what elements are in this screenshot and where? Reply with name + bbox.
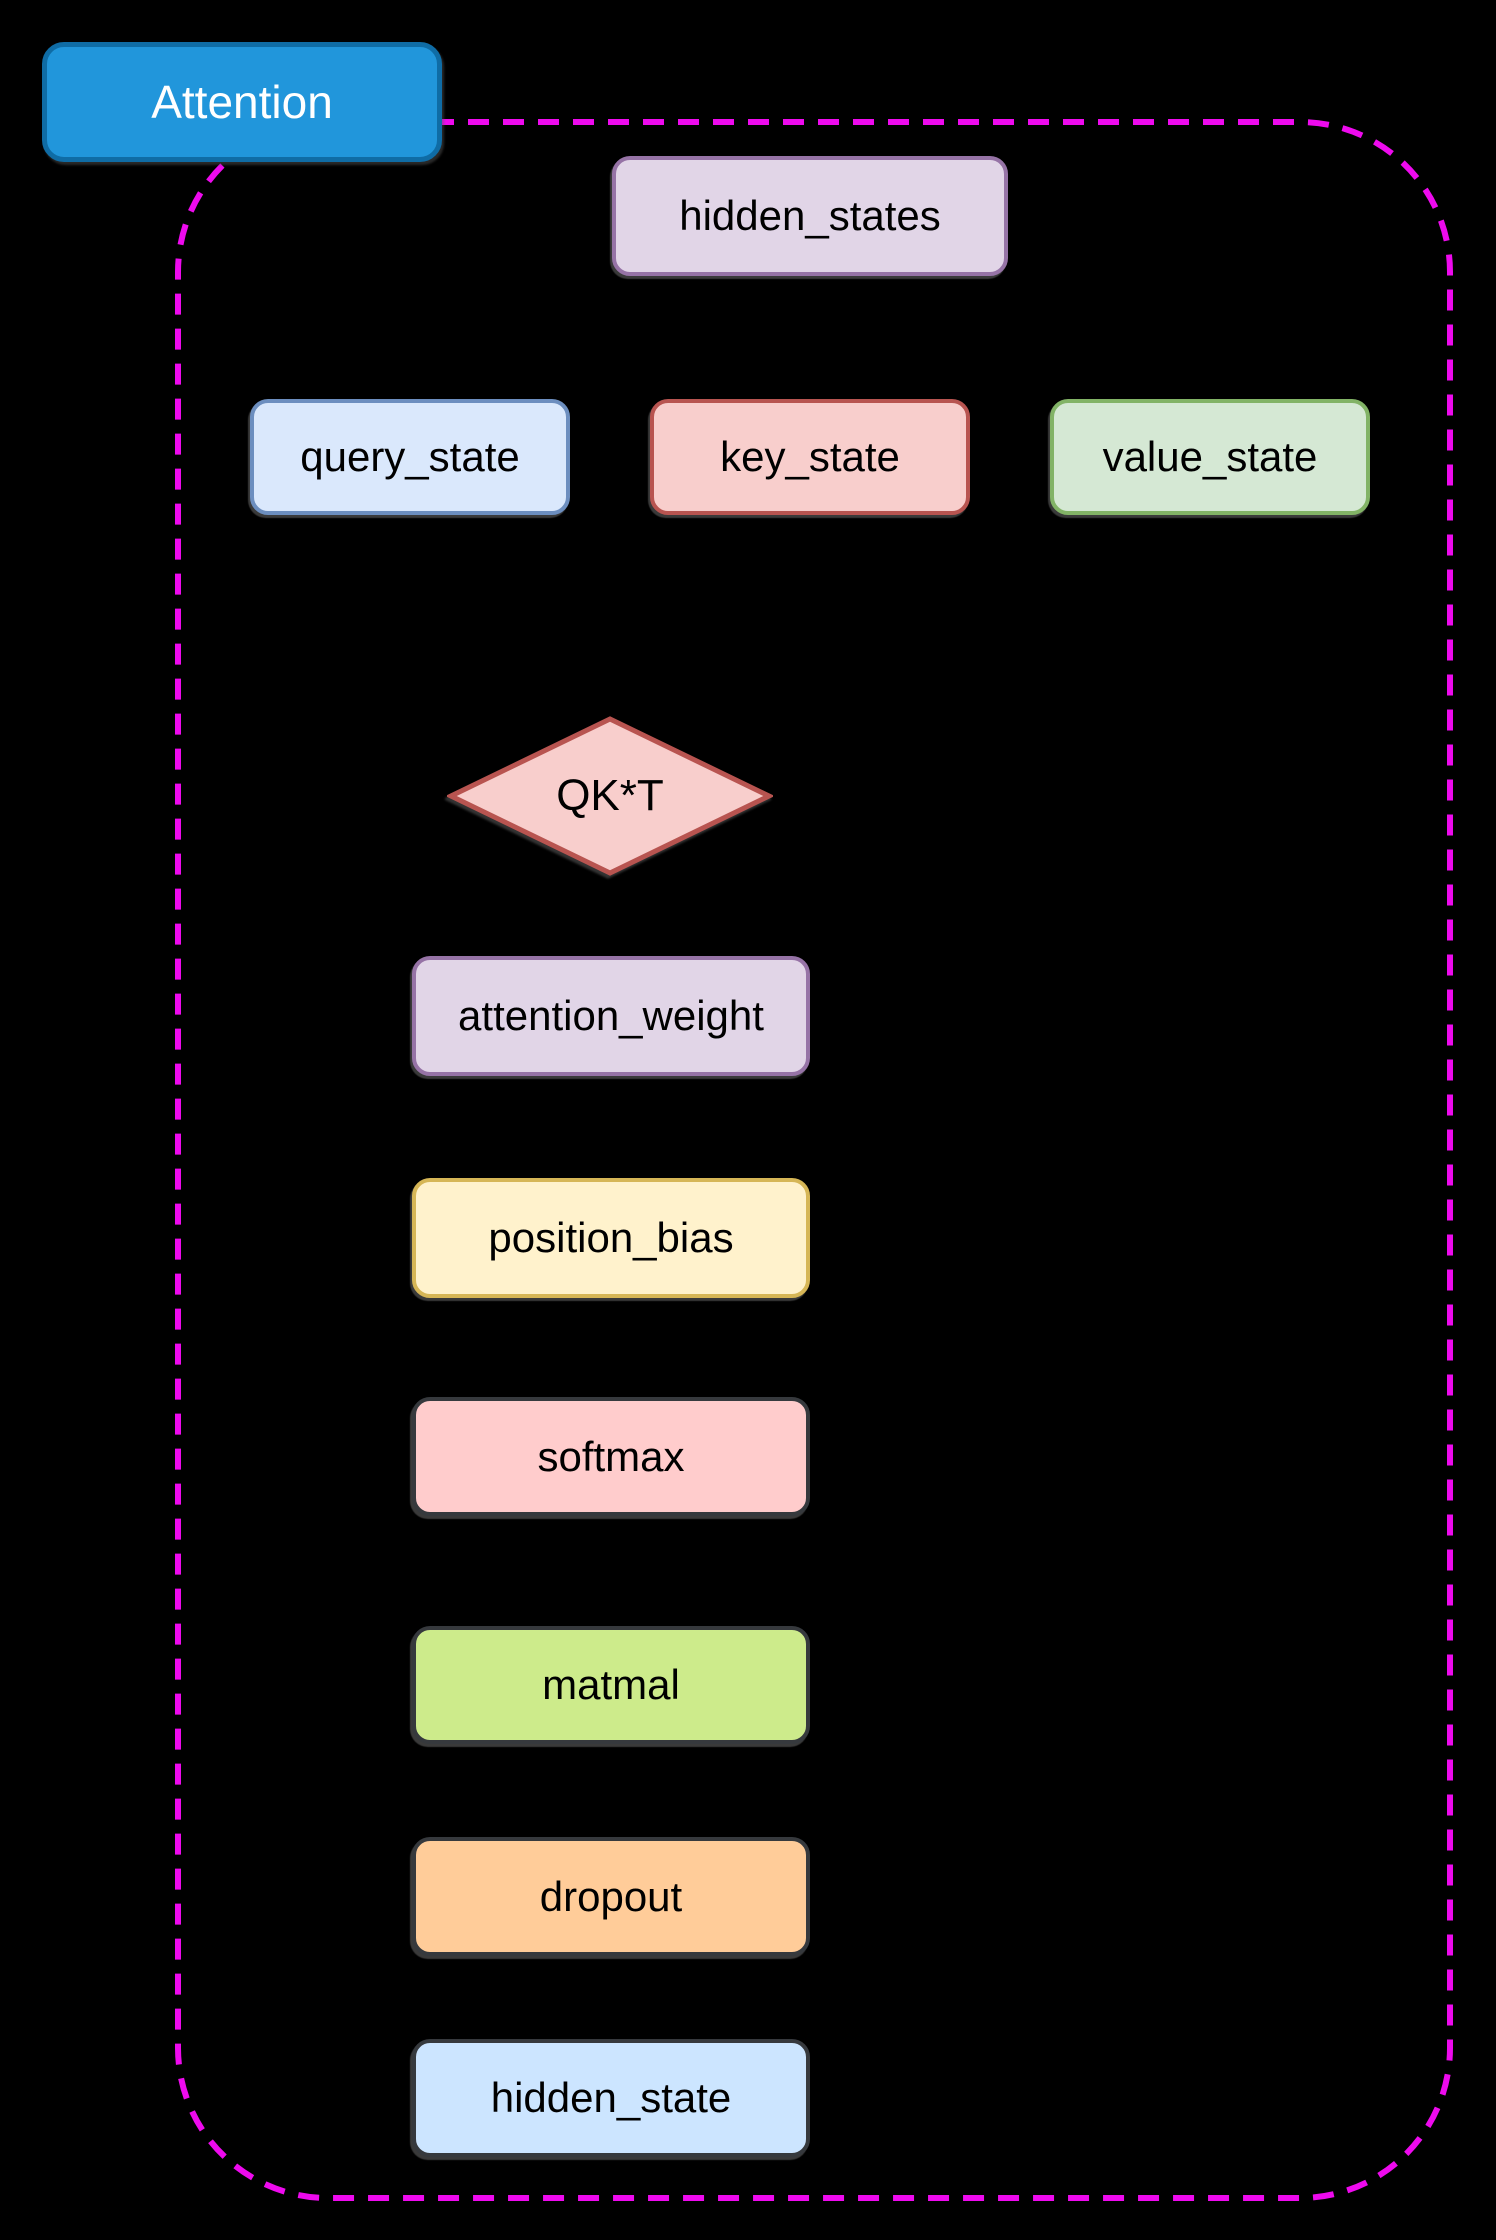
node-position-bias: position_bias: [412, 1178, 810, 1298]
node-key-state: key_state: [650, 399, 970, 515]
node-qkt-label: QK*T: [556, 771, 664, 820]
node-softmax: softmax: [412, 1397, 810, 1516]
node-dropout: dropout: [412, 1837, 810, 1956]
node-query-state: query_state: [250, 399, 570, 515]
node-hidden-states: hidden_states: [612, 156, 1008, 276]
node-hidden-state: hidden_state: [412, 2039, 810, 2157]
node-qkt-decision: QK*T: [447, 715, 773, 877]
node-matmal: matmal: [412, 1626, 810, 1744]
node-attention-weight: attention_weight: [412, 956, 810, 1076]
node-attention-title: Attention: [42, 42, 442, 162]
node-value-state: value_state: [1050, 399, 1370, 515]
diamond-shape-icon: [447, 716, 773, 876]
